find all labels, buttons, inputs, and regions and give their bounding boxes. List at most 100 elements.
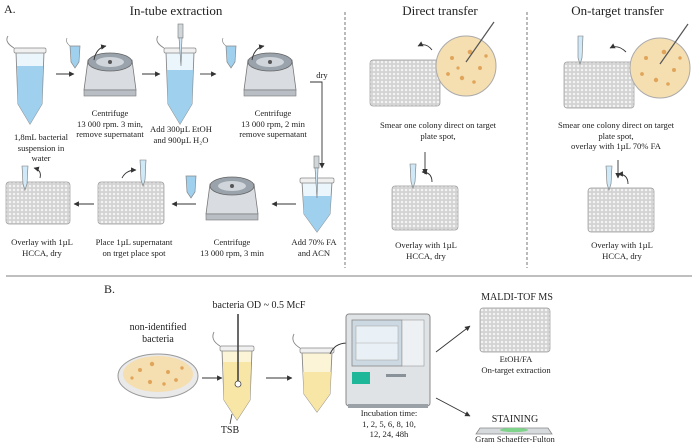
ontarget-pipette-2: [605, 165, 613, 191]
maldi-target-plate: [479, 307, 551, 353]
step-1-line-2: suspension in: [17, 142, 65, 153]
step-3-text: Add 300µL EtOH and 900µL H₂O: [140, 124, 222, 145]
step-6-text: Centrifuge 13 000 rpm, 3 min: [186, 237, 278, 258]
ontarget-step-1-line-2: plate spot,: [598, 130, 634, 141]
step-5-line-1: Add 70% FA: [291, 237, 337, 247]
step-1-line-1: 1,8mL bacterial: [13, 132, 69, 142]
step-1-text: 1,8mL bacterial suspension in water: [0, 132, 82, 164]
curve-arrow-4: [33, 166, 41, 179]
heading-in-tube-extraction: In-tube extraction: [129, 3, 223, 18]
direct-step-1-line-2: plate spot,: [420, 130, 456, 141]
pipette-icon: [177, 23, 184, 67]
non-identified-line-1: non-identified: [129, 322, 187, 333]
direct-pipette: [409, 163, 417, 189]
dry-arrow: [310, 81, 325, 169]
target-plate-2: [5, 181, 71, 225]
maldi-sub-text: EtOH/FA On-target extraction: [466, 354, 566, 375]
heading-on-target-transfer: On-target transfer: [571, 3, 664, 18]
arrow-b-staining: [435, 397, 471, 417]
non-identified-bacteria-text: non-identified bacteria: [118, 322, 198, 346]
small-tube-icon-3: [185, 175, 197, 199]
ontarget-step-1-line-3: overlay with 1µL 70% FA: [571, 141, 661, 151]
small-tube-icon-2: [222, 37, 237, 69]
panel-a-label: A.: [4, 2, 16, 16]
direct-step-2-line-1: Overlay with 1µL: [395, 240, 457, 250]
non-identified-line-2: bacteria: [142, 334, 174, 345]
bacteria-od-text: bacteria OD ~ 0.5 McF: [212, 300, 306, 311]
microscope-slide-icon: [475, 427, 553, 435]
ontarget-step-2-line-2: HCCA, dry: [602, 250, 642, 261]
step-5-text: Add 70% FA and ACN: [280, 237, 348, 258]
direct-plate-2: [391, 185, 459, 231]
staining-sub-line-1: Gram: [475, 434, 495, 444]
centrifuge-icon-3: [205, 176, 259, 221]
step-6-line-1: Centrifuge: [213, 237, 251, 247]
heading-direct-transfer: Direct transfer: [402, 3, 478, 18]
step-6-line-2: 13 000 rpm, 3 min: [200, 247, 264, 258]
step-7-text: Place 1µL supernatant on trget place spo…: [84, 237, 184, 258]
step-8-line-2: HCCA, dry: [22, 247, 62, 258]
petri-dish-b: [117, 353, 199, 399]
panel-b-label: B.: [104, 282, 116, 296]
step-7-line-2: on trget place spot: [102, 247, 166, 258]
ontarget-plate-1: [563, 61, 635, 109]
incubator-icon: [345, 313, 431, 408]
ontarget-step-2-text: Overlay with 1µL HCCA, dry: [580, 240, 664, 261]
direct-step-2-line-2: HCCA, dry: [406, 250, 446, 261]
maldi-sub-line-1: EtOH/FA: [499, 354, 533, 364]
step-8-line-1: Overlay with 1µL: [11, 237, 73, 247]
direct-plate-1: [369, 59, 441, 107]
ontarget-step-2-line-1: Overlay with 1µL: [591, 240, 653, 250]
ethanol-tube: [156, 35, 197, 125]
bacterial-suspension-tube: [6, 35, 47, 125]
fa-acn-tube: [299, 155, 335, 233]
petri-dish-direct: [435, 21, 497, 97]
ontarget-step-1-text: Smear one colony direct on target plate …: [536, 120, 696, 152]
step-4-line-2: 13 000 rpm, 2 min: [241, 118, 305, 129]
curve-arrow-direct: [417, 41, 433, 51]
petri-dish-ontarget: [629, 23, 691, 99]
step-7-line-1: Place 1µL supernatant: [95, 237, 173, 247]
maldi-tof-title: MALDI-TOF MS: [481, 292, 553, 303]
step-2-line-2: 13 000 rpm. 3 min,: [77, 118, 143, 129]
pipette-on-plate-2: [21, 165, 29, 191]
ontarget-step-1-line-1: Smear one colony direct on target: [557, 120, 675, 130]
step-4-line-3: remove supernatant: [239, 129, 307, 139]
staining-sub-text: Gram Schaeffer-Fulton: [468, 435, 562, 444]
step-3-line-2: and 900µL H₂O: [153, 134, 209, 145]
step-2-line-3: remove supernatant: [76, 129, 144, 139]
direct-step-1-text: Smear one colony direct on target plate …: [352, 120, 524, 141]
step-2-text: Centrifuge 13 000 rpm. 3 min, remove sup…: [64, 108, 156, 140]
tsb-tube: [212, 314, 255, 425]
curve-arrow-ontarget-2: [617, 171, 629, 185]
direct-step-1-line-1: Smear one colony direct on target: [379, 120, 497, 130]
curve-arrow-direct-2: [421, 169, 433, 183]
ontarget-pipette-1: [577, 35, 584, 65]
step-5-line-2: and ACN: [297, 247, 331, 258]
incubation-line-3: 12, 24, 48h: [369, 429, 409, 439]
incubation-time-text: Incubation time: 1, 2, 5, 6, 8, 10, 12, …: [344, 408, 434, 440]
arrow-b-maldi: [435, 325, 471, 353]
step-2-line-1: Centrifuge: [91, 108, 129, 118]
ontarget-plate-2: [587, 187, 655, 233]
step-3-line-1: Add 300µL EtOH: [150, 124, 212, 134]
small-tube-icon: [66, 37, 81, 69]
curve-arrow-2: [251, 44, 265, 61]
step-8-text: Overlay with 1µL HCCA, dry: [2, 237, 82, 258]
curve-arrow-1: [93, 44, 107, 61]
dry-label: dry: [316, 70, 328, 80]
step-1-line-3: water: [31, 153, 51, 163]
step-4-line-1: Centrifuge: [254, 108, 292, 118]
tsb-label: TSB: [220, 425, 240, 436]
inoculum-tube: [292, 333, 335, 413]
incubation-line-2: 1, 2, 5, 6, 8, 10,: [362, 418, 416, 429]
curve-arrow-3: [121, 167, 137, 179]
staining-sub-line-2: Schaeffer-Fulton: [496, 434, 555, 444]
step-4-text: Centrifuge 13 000 rpm, 2 min remove supe…: [226, 108, 320, 140]
pipette-on-plate-1: [139, 159, 147, 187]
curve-arrow-ontarget: [609, 43, 627, 53]
centrifuge-icon: [83, 52, 137, 97]
staining-title: STAINING: [491, 414, 539, 425]
